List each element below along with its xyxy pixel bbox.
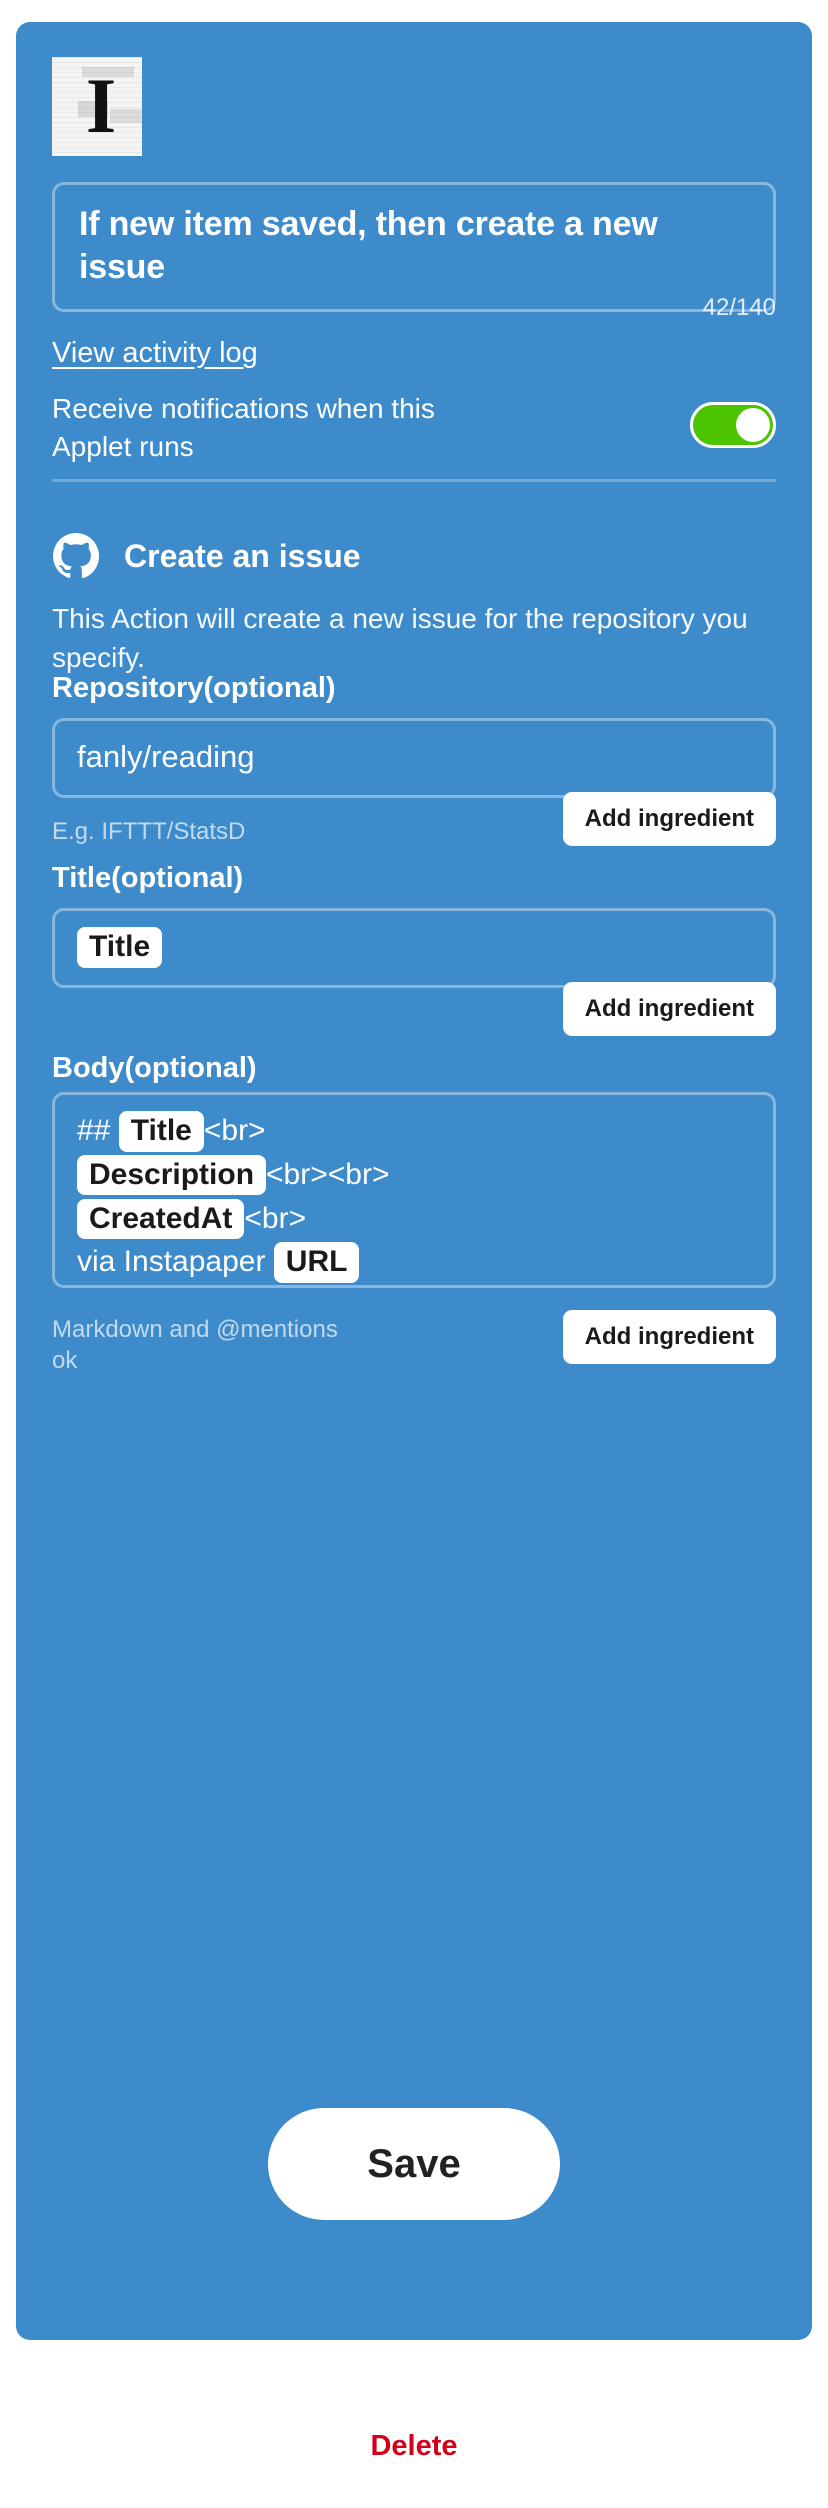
body-line-1: ## Title<br> xyxy=(77,1109,751,1153)
body-line-4: via Instapaper URL xyxy=(77,1240,751,1284)
body-field-label: Body(optional) xyxy=(52,1052,257,1084)
view-activity-log-link[interactable]: View activity log xyxy=(52,337,258,369)
instapaper-letter: I xyxy=(85,61,117,149)
paper-block-1 xyxy=(82,67,134,77)
body-line-3: CreatedAt<br> xyxy=(77,1197,751,1241)
body-text-hash: ## xyxy=(77,1114,119,1147)
action-header: Create an issue xyxy=(52,532,361,580)
repository-input[interactable]: fanly/reading xyxy=(52,718,776,798)
body-text-via: via Instapaper xyxy=(77,1245,274,1279)
applet-title-input[interactable]: If new item saved, then create a new iss… xyxy=(52,182,776,312)
body-line-2: Description<br><br> xyxy=(77,1153,751,1197)
paper-texture xyxy=(52,57,142,156)
ingredient-chip-title[interactable]: Title xyxy=(77,927,163,968)
title-field-label: Title(optional) xyxy=(52,862,244,894)
body-text-br-2: <br><br> xyxy=(266,1157,390,1191)
instapaper-logo-icon: I xyxy=(52,57,142,156)
repository-hint: E.g. IFTTT/StatsD xyxy=(52,818,246,845)
notification-label: Receive notifications when this Applet r… xyxy=(52,393,435,463)
ingredient-chip-createdat[interactable]: CreatedAt xyxy=(77,1198,245,1240)
body-textarea[interactable]: ## Title<br> Description<br><br> Created… xyxy=(52,1092,776,1288)
character-counter: 42/140 xyxy=(702,294,776,321)
ingredient-chip-title-body[interactable]: Title xyxy=(118,1111,204,1152)
add-ingredient-button-repository[interactable]: Add ingredient xyxy=(562,792,776,846)
action-title: Create an issue xyxy=(124,537,361,574)
delete-link[interactable]: Delete xyxy=(370,2430,458,2462)
applet-card: I If new item saved, then create a new i… xyxy=(16,22,812,2340)
toggle-knob xyxy=(736,408,770,442)
github-octocat-icon xyxy=(53,533,100,579)
title-input[interactable]: Title xyxy=(52,908,776,988)
body-text-br-1: <br> xyxy=(203,1114,266,1147)
paper-block-3 xyxy=(110,109,142,123)
notification-row: Receive notifications when this Applet r… xyxy=(52,390,776,466)
notification-toggle[interactable] xyxy=(690,402,776,448)
ingredient-chip-description[interactable]: Description xyxy=(77,1154,267,1196)
ingredient-chip-url[interactable]: URL xyxy=(273,1242,360,1283)
applet-title-text: If new item saved, then create a new iss… xyxy=(79,205,658,286)
section-divider xyxy=(52,479,776,482)
body-hint: Markdown and @mentions ok xyxy=(52,1316,338,1375)
paper-block-2 xyxy=(78,101,108,117)
add-ingredient-button-body[interactable]: Add ingredient xyxy=(562,1310,776,1364)
repository-field-label: Repository(optional) xyxy=(52,672,336,704)
body-text-br-3: <br> xyxy=(244,1201,307,1235)
save-button[interactable]: Save xyxy=(268,2108,560,2220)
repository-value: fanly/reading xyxy=(77,739,255,774)
add-ingredient-button-title[interactable]: Add ingredient xyxy=(562,982,776,1036)
action-description: This Action will create a new issue for … xyxy=(52,603,748,673)
